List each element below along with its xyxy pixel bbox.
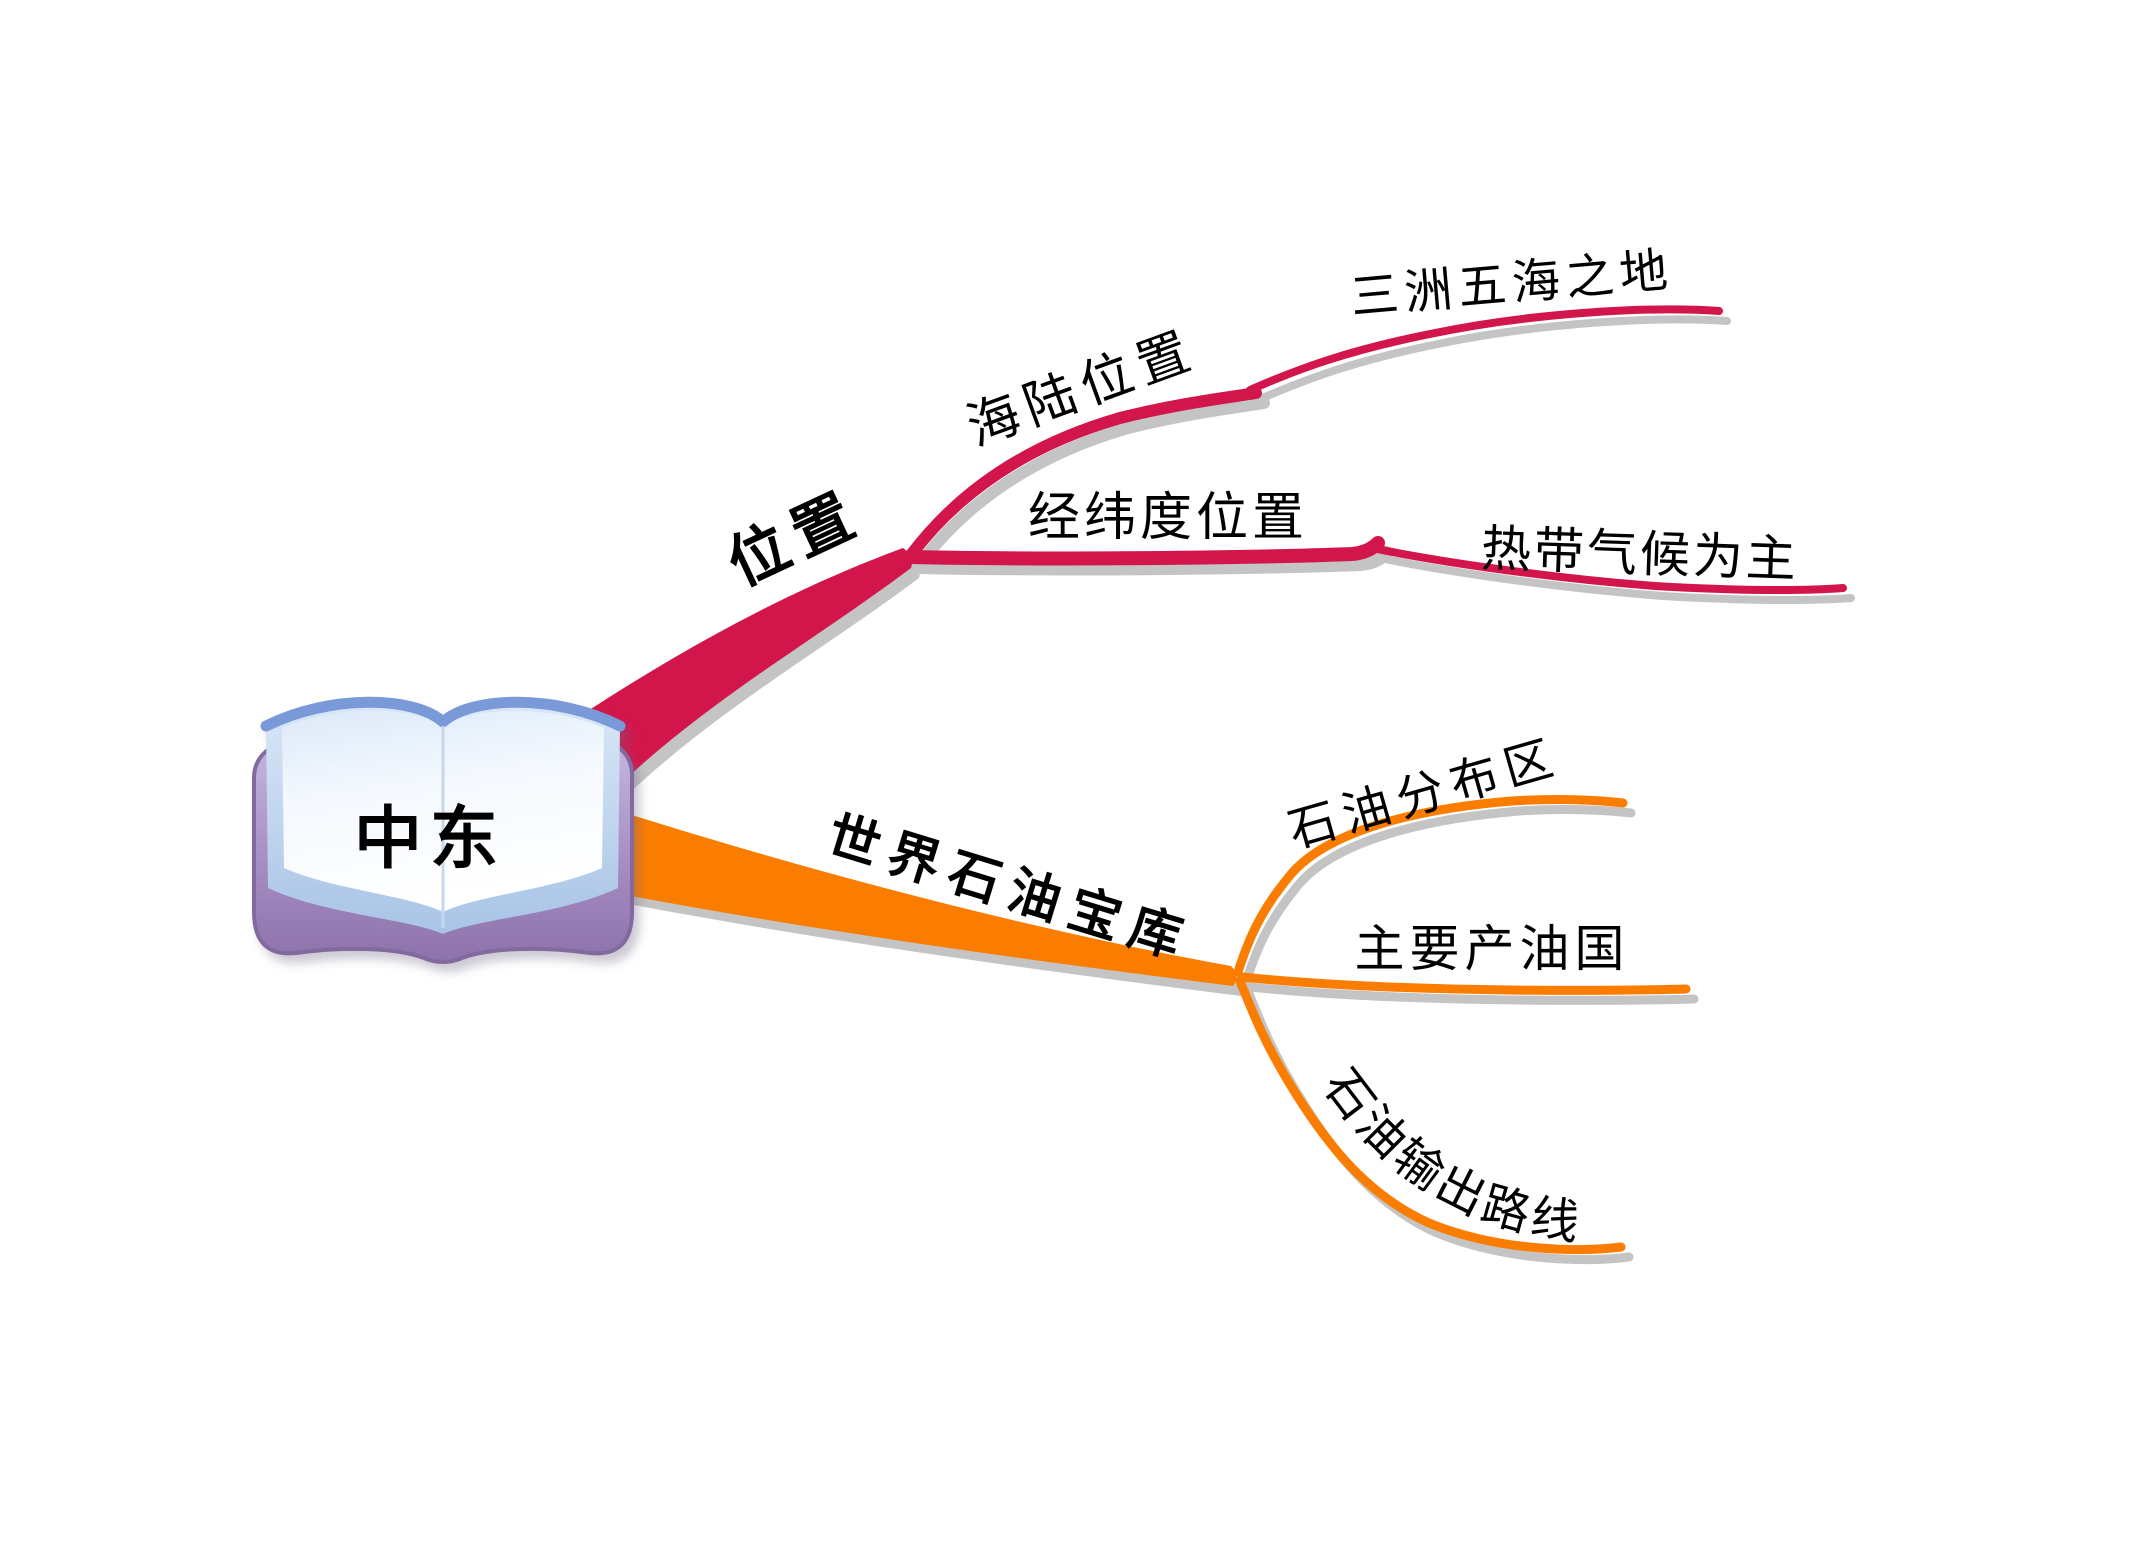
node-latitude-longitude-position[interactable]: 经纬度位置 <box>1028 490 1308 547</box>
node-oil-distribution-area[interactable]: 石油分布区 <box>1283 730 1567 858</box>
branch-shadows <box>570 319 1851 1259</box>
node-sea-land-position[interactable]: 海陆位置 <box>960 322 1205 458</box>
central-topic-label[interactable]: 中东 <box>354 801 506 877</box>
branch-lines <box>562 309 1843 1249</box>
node-major-oil-producing-countries[interactable]: 主要产油国 <box>1355 921 1630 977</box>
node-oil-export-routes-text: 石油输出路线 <box>1313 1060 1586 1251</box>
central-topic[interactable]: 中东 <box>252 696 634 964</box>
book-top-rim <box>260 696 626 732</box>
node-oil-export-routes[interactable]: 石油输出路线 <box>1313 1060 1586 1251</box>
node-tropical-climate[interactable]: 热带气候为主 <box>1480 520 1800 587</box>
